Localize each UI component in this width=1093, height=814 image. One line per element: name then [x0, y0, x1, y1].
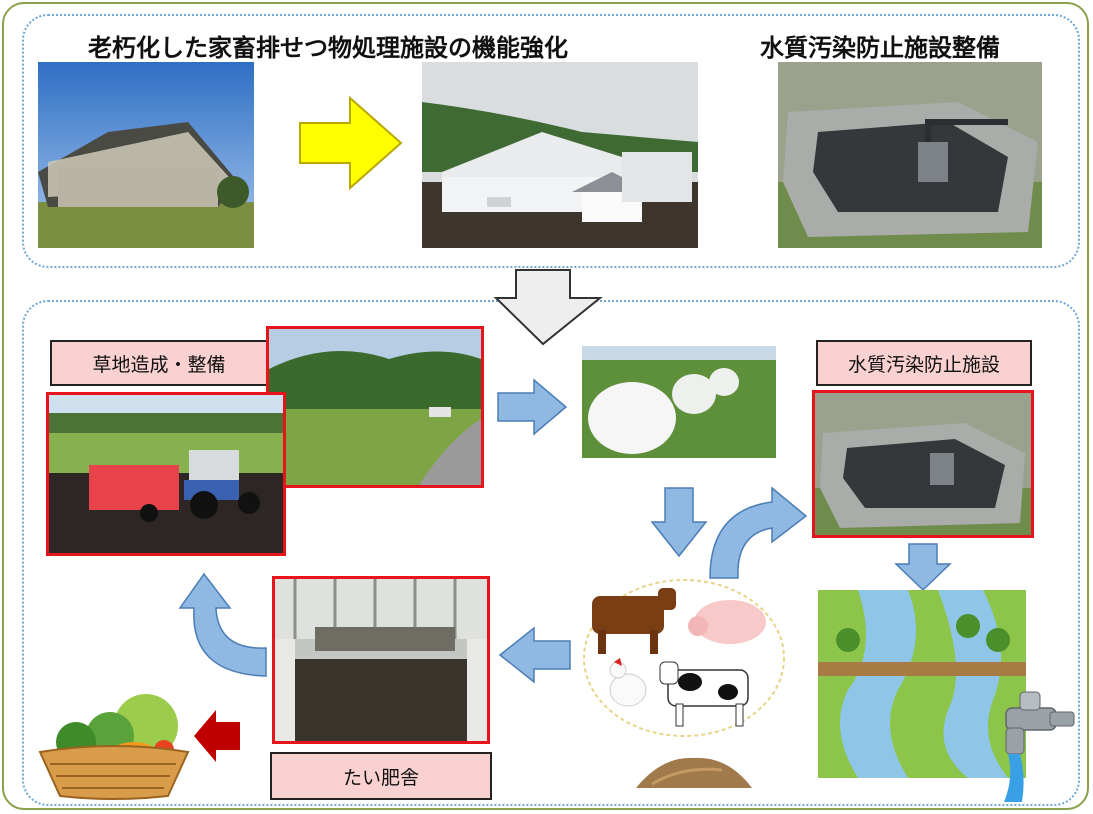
blue-left-arrow-icon	[498, 626, 572, 684]
grassland-photo	[266, 326, 484, 488]
compost-barn-label: たい肥舎	[270, 752, 492, 800]
old-barn-photo	[38, 62, 254, 248]
water-facility-heading: 水質汚染防止施設整備	[760, 34, 1000, 62]
water-treatment-photo	[812, 390, 1034, 538]
blue-down-arrow-icon-2	[894, 542, 952, 592]
vegetable-basket-illustration	[36, 690, 192, 802]
livestock-illustration	[580, 578, 790, 738]
renewal-heading: 老朽化した家畜排せつ物処理施設の機能強化	[88, 34, 568, 62]
water-prevention-label: 水質汚染防止施設	[816, 340, 1032, 386]
faucet-icon	[996, 688, 1078, 804]
paddy-field-illustration	[818, 590, 1026, 778]
silage-bales-photo	[582, 346, 776, 458]
top-panel	[22, 14, 1080, 268]
blue-right-arrow-icon	[496, 378, 568, 436]
grassland-label: 草地造成・整備	[50, 340, 268, 386]
tractor-photo	[46, 392, 286, 556]
new-facility-photo	[422, 62, 698, 248]
water-treatment-photo-top	[778, 62, 1042, 248]
yellow-arrow-icon	[298, 95, 404, 191]
blue-down-arrow-icon	[650, 486, 708, 558]
curved-arrow-up-icon	[160, 570, 270, 680]
gray-down-arrow-icon	[492, 268, 604, 348]
compost-barn-photo	[272, 576, 490, 744]
red-left-arrow-icon	[192, 708, 242, 764]
curved-arrow-icon	[700, 480, 810, 580]
manure-pile-illustration	[632, 748, 756, 792]
